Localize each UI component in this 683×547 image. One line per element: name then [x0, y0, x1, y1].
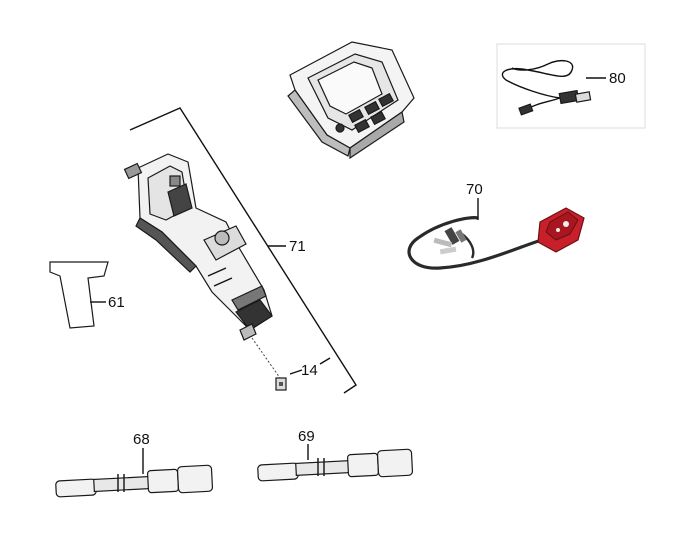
assembly-path [251, 337, 281, 379]
extension-rod-69 [257, 448, 414, 482]
usb-cable [496, 43, 646, 129]
callout-80: 80 [609, 70, 626, 87]
adapter-part [49, 261, 109, 329]
monitor-keypad [335, 92, 394, 134]
monitor-unit [287, 41, 415, 160]
callout-71: 71 [289, 238, 306, 255]
tool-body [123, 153, 273, 341]
callout-14: 14 [301, 362, 318, 379]
callout-68: 68 [133, 431, 150, 448]
bracket-71 [129, 107, 357, 394]
callout-69: 69 [298, 428, 315, 445]
camera-head-probe [407, 207, 585, 270]
red-camera-module [537, 207, 585, 253]
cable-frame [496, 43, 646, 129]
hook-clip [275, 377, 287, 391]
callout-61: 61 [108, 294, 125, 311]
probe-tip [433, 227, 467, 255]
leader-14 [289, 369, 303, 375]
callout-70: 70 [466, 181, 483, 198]
extension-rod-68 [55, 464, 214, 498]
